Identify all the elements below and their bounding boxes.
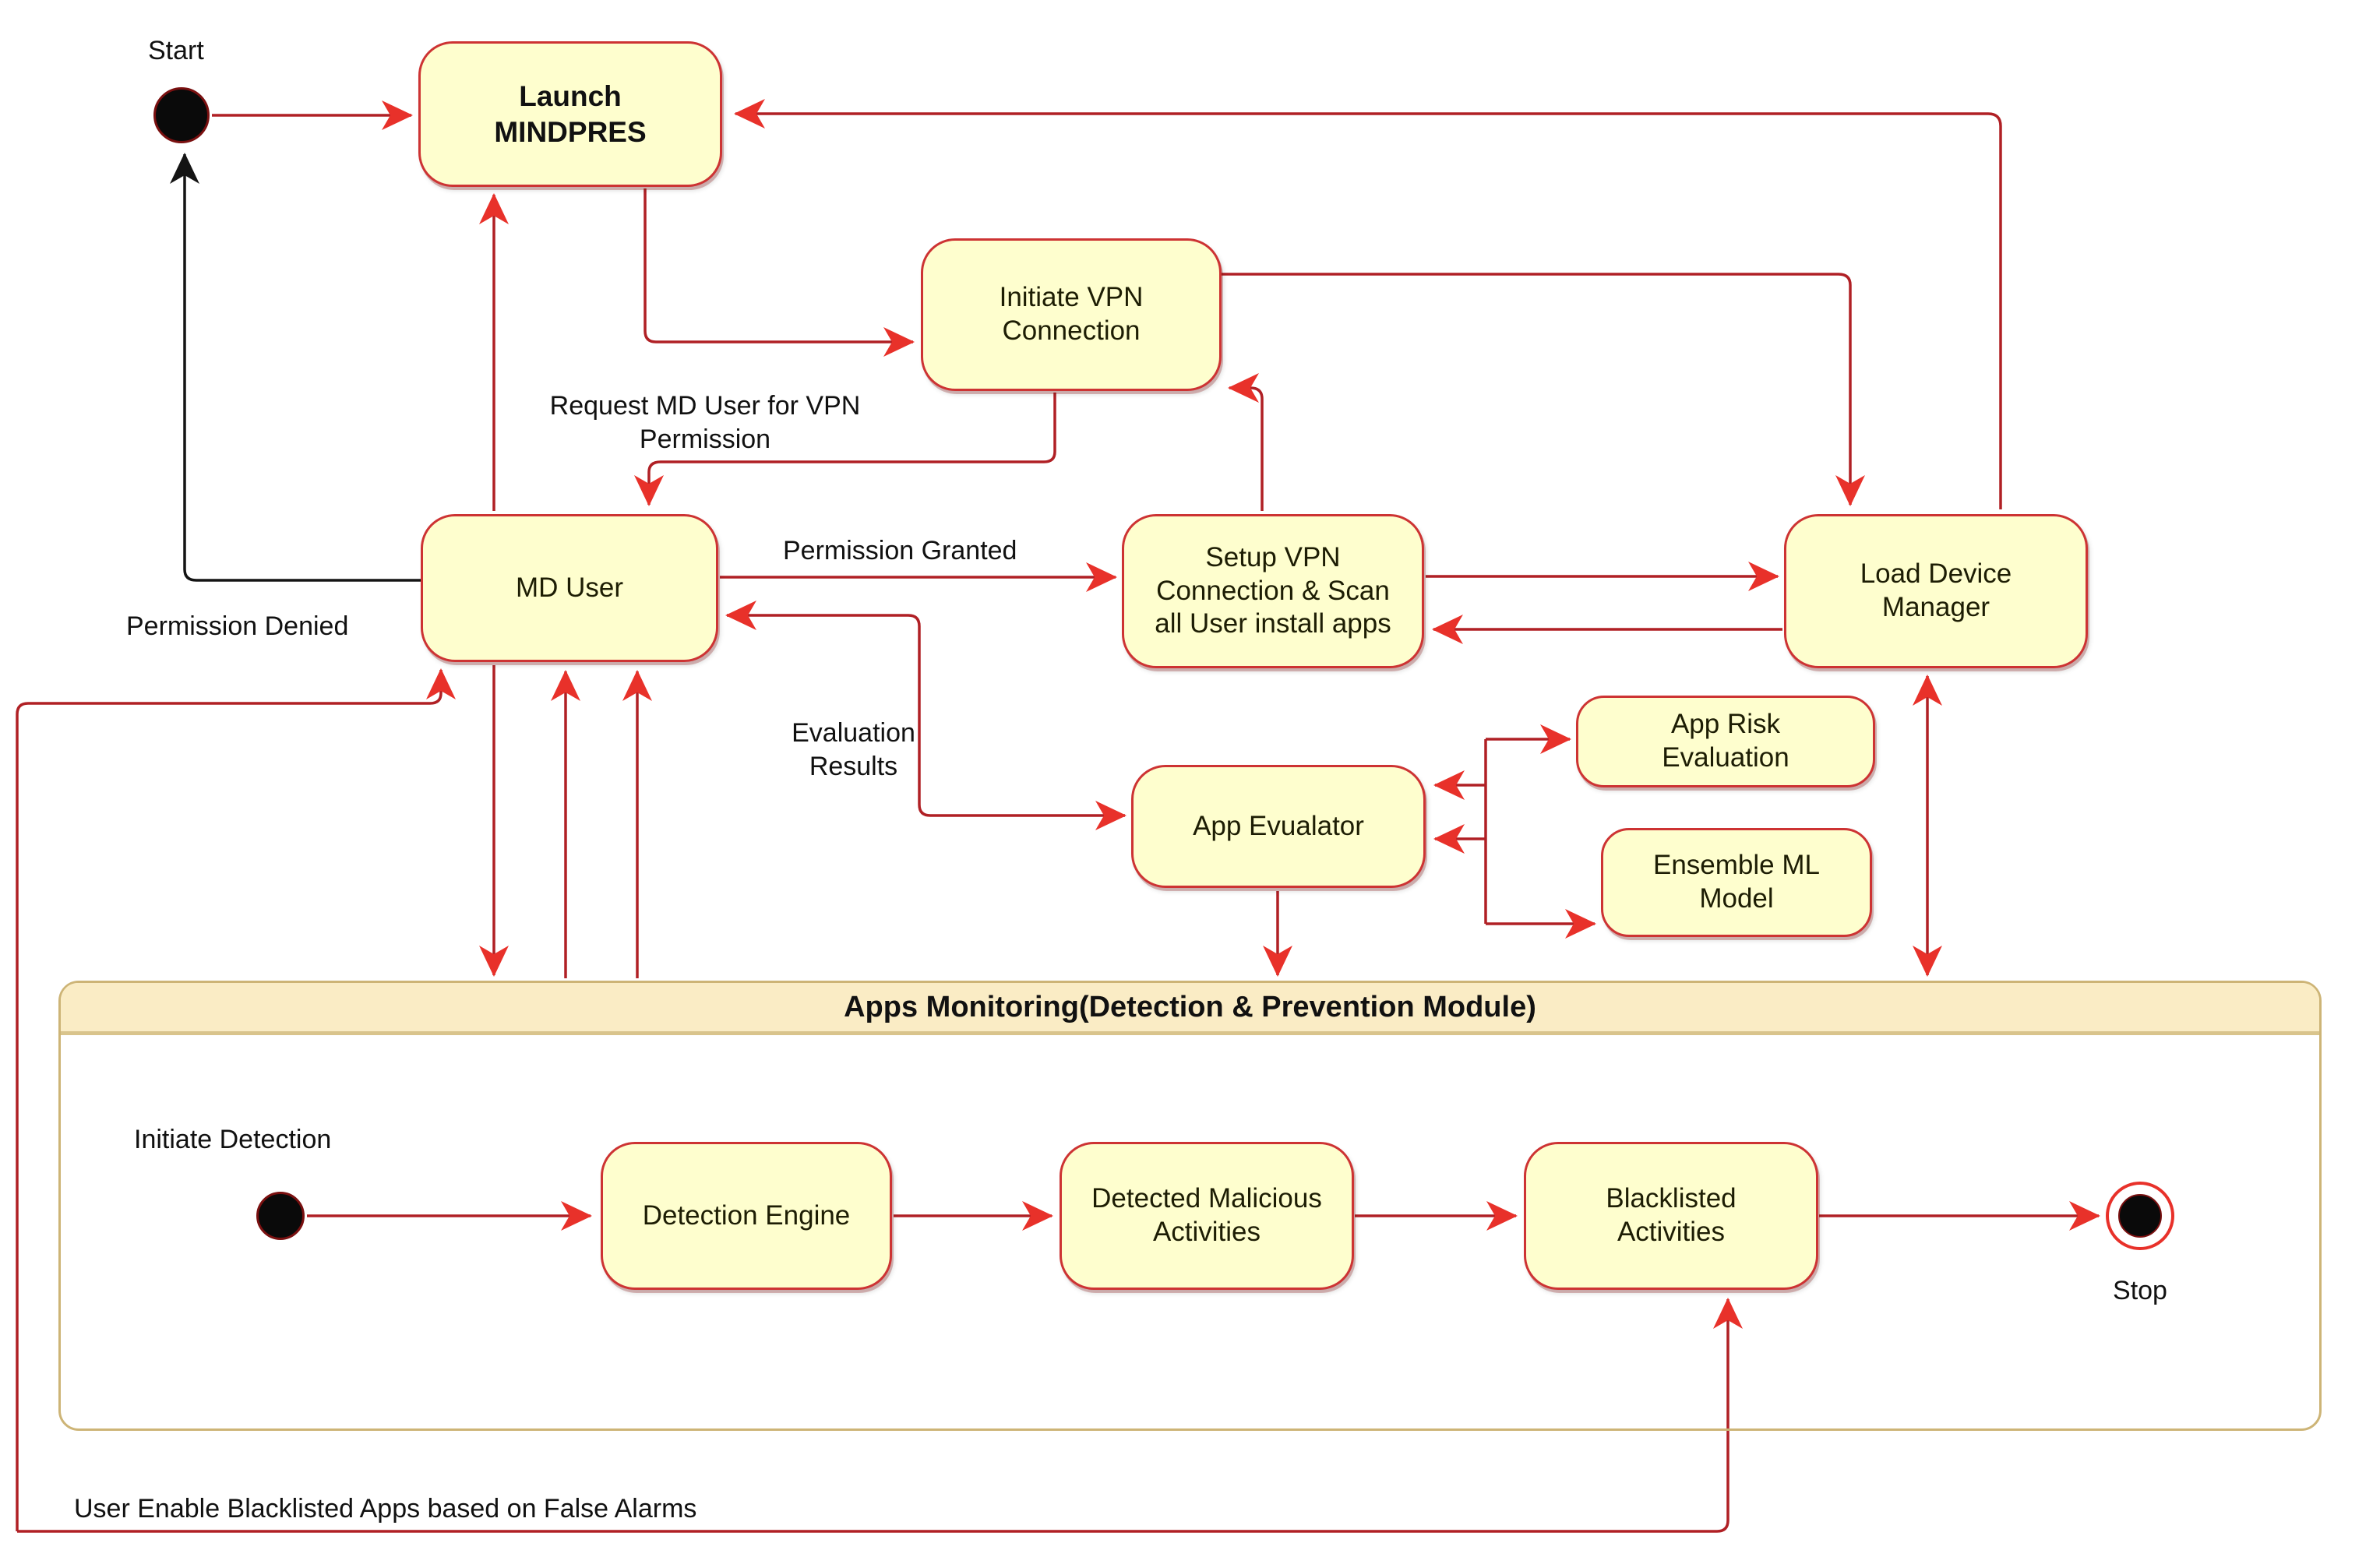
state-blacklisted-activities-label: Blacklisted Activities (1606, 1183, 1737, 1247)
state-app-evaluator-label: App Evualator (1193, 810, 1364, 841)
start-node (153, 87, 210, 143)
state-detection-engine-label: Detection Engine (642, 1199, 851, 1231)
initiate-detection-label: Initiate Detection (134, 1125, 332, 1154)
initiate-detection-node (256, 1192, 305, 1240)
state-app-risk-evaluation-label: App Risk Evaluation (1662, 709, 1789, 773)
state-md-user: MD User (421, 514, 718, 662)
stop-node (2106, 1182, 2174, 1250)
request-vpn-permission-label: Request MD User for VPN Permission (549, 391, 861, 454)
state-md-user-label: MD User (515, 572, 624, 603)
state-detected-malicious-activities: Detected Malicious Activities (1060, 1142, 1354, 1290)
state-setup-vpn: Setup VPN Connection & Scan all User ins… (1122, 514, 1424, 668)
apps-monitoring-title: Apps Monitoring(Detection & Prevention M… (844, 990, 1536, 1023)
state-ensemble-ml-model: Ensemble ML Model (1601, 828, 1872, 937)
edge-setupvpn-to-initiatevpn (1228, 373, 1264, 511)
permission-denied-label: Permission Denied (126, 611, 349, 641)
state-app-evaluator: App Evualator (1131, 765, 1426, 888)
edge-initiatevpn-to-loaddm (1222, 273, 1865, 506)
edge-evaluation-results (725, 601, 1127, 830)
edge-launch-to-initiatevpn (643, 188, 915, 357)
state-ensemble-ml-model-label: Ensemble ML Model (1653, 850, 1820, 914)
state-load-device-manager-label: Load Device Manager (1860, 558, 2012, 622)
state-detection-engine: Detection Engine (601, 1142, 892, 1290)
state-initiate-vpn-label: Initiate VPN Connection (999, 282, 1144, 346)
apps-monitoring-module: Apps Monitoring(Detection & Prevention M… (58, 981, 2322, 1431)
state-detected-malicious-activities-label: Detected Malicious Activities (1091, 1183, 1322, 1247)
state-setup-vpn-label: Setup VPN Connection & Scan all User ins… (1155, 541, 1391, 639)
stop-node-core (2118, 1194, 2162, 1238)
permission-granted-label: Permission Granted (783, 536, 1017, 565)
edge-mduser-to-start-denied (170, 153, 421, 582)
stop-label: Stop (2113, 1276, 2167, 1305)
evaluation-results-label: Evaluation Results (792, 718, 915, 781)
state-app-risk-evaluation: App Risk Evaluation (1576, 696, 1875, 787)
state-load-device-manager: Load Device Manager (1784, 514, 2088, 668)
state-blacklisted-activities: Blacklisted Activities (1524, 1142, 1818, 1290)
user-enable-blacklisted-label: User Enable Blacklisted Apps based on Fa… (74, 1494, 697, 1524)
apps-monitoring-header: Apps Monitoring(Detection & Prevention M… (61, 983, 2319, 1035)
start-label: Start (148, 36, 204, 65)
state-initiate-vpn: Initiate VPN Connection (921, 238, 1222, 391)
state-launch-mindpres: Launch MINDPRES (418, 41, 722, 187)
state-launch-mindpres-label: Launch MINDPRES (494, 80, 647, 148)
